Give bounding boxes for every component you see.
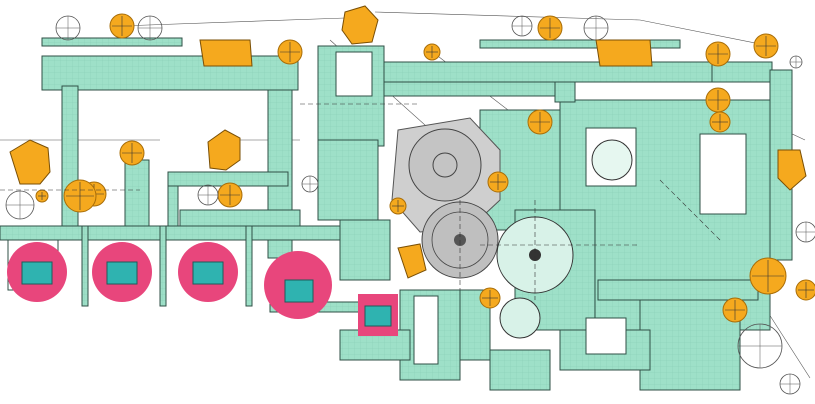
roll-icon: [527, 109, 553, 135]
roll-icon: [119, 140, 145, 166]
outline-roll-icon: [137, 15, 163, 41]
outline-roll-icon: [779, 373, 801, 395]
roll-icon: [217, 182, 243, 208]
roll-icon: [795, 279, 815, 301]
roll-icon: [35, 189, 49, 203]
roll-icon: [705, 41, 731, 67]
roll-icon: [753, 33, 779, 59]
outline-roll-icon: [583, 15, 609, 41]
roll-icon: [709, 111, 731, 133]
roll-icon: [109, 13, 135, 39]
outline-roll-icon: [301, 175, 319, 193]
roll-icon: [277, 39, 303, 65]
centerlines: [0, 103, 721, 300]
outline-roll-icon: [5, 190, 35, 220]
outline-roll-icon: [789, 55, 803, 69]
roll-icon: [722, 297, 748, 323]
outline-roll-icon: [5, 15, 815, 395]
pink-drum-icon: [7, 242, 398, 336]
outline-roll-icon: [197, 184, 219, 206]
roll-icon: [487, 171, 509, 193]
gear-drive-icon: [9, 5, 807, 279]
roll-icon: [63, 179, 97, 213]
outline-roll-icon: [737, 323, 783, 369]
roll-icon: [389, 197, 407, 215]
roll-icon: [479, 287, 501, 309]
outline-roll-icon: [55, 15, 81, 41]
roll-icon: [749, 257, 787, 295]
roll-icon: [705, 87, 731, 113]
roll-icon: [537, 15, 563, 41]
outline-roll-icon: [795, 221, 815, 243]
roll-icon: [423, 43, 441, 61]
main-drum: [496, 139, 633, 339]
outline-roll-icon: [511, 15, 533, 37]
